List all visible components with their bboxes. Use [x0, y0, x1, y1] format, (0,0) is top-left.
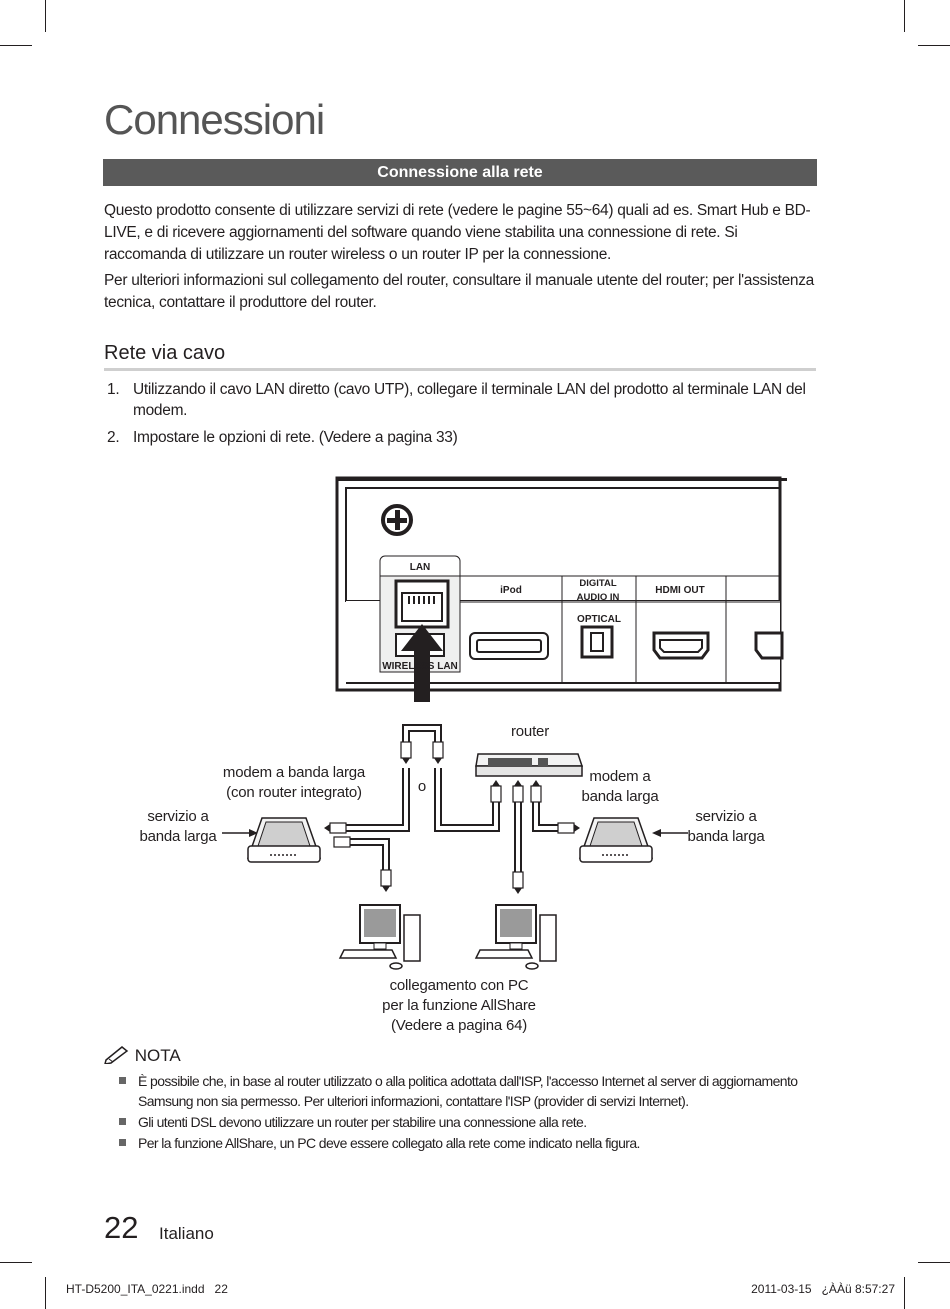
rj45-connectors: [329, 741, 575, 889]
step-item: 1. Utilizzando il cavo LAN diretto (cavo …: [104, 379, 820, 421]
note-heading-text: NOTA: [134, 1046, 181, 1065]
crop-mark: [0, 45, 32, 46]
panel-label-audio-in: AUDIO IN: [577, 592, 620, 603]
pc-caption: collegamento con PC per la funzione AllS…: [354, 976, 564, 1036]
modem-integrated-label: modem a banda larga (con router integrat…: [196, 763, 392, 803]
footer-file-name: HT-D5200_ITA_0221.indd 22: [66, 1282, 228, 1296]
note-text: Gli utenti DSL devono utilizzare un rout…: [138, 1114, 587, 1130]
modem-right-line-1: modem a: [589, 768, 651, 785]
or-label: o: [417, 778, 427, 795]
modem-right-icon: [578, 817, 654, 863]
network-diagram: LAN iPod DIGITAL AUDIO IN OPTICAL HDMI O…: [222, 476, 787, 970]
steps-list: 1. Utilizzando il cavo LAN diretto (cavo …: [104, 379, 820, 454]
subsection-title: Rete via cavo: [104, 342, 816, 371]
pc-left-icon: [338, 904, 421, 970]
service-right-line-2: banda larga: [687, 828, 765, 845]
page-number: 22: [104, 1210, 139, 1245]
panel-label-hdmi: HDMI OUT: [655, 585, 704, 596]
bullet-icon: [119, 1118, 126, 1125]
section-title: Connessione alla rete: [103, 159, 817, 186]
panel-label-ipod: iPod: [500, 585, 522, 596]
panel-label-optical: OPTICAL: [577, 614, 621, 625]
service-arrows: [222, 829, 688, 837]
note-heading: NOTA: [103, 1044, 181, 1066]
pc-caption-line-1: collegamento con PC: [389, 977, 529, 994]
crop-mark: [918, 1262, 950, 1263]
panel-label-wireless: WIRELESS LAN: [382, 661, 458, 672]
step-number: 1.: [107, 381, 120, 398]
crop-mark: [904, 1277, 905, 1309]
service-left-label: servizio a banda larga: [130, 807, 226, 847]
optical-port-icon: [580, 625, 614, 659]
chapter-title: Connessioni: [104, 96, 325, 143]
note-list: È possibile che, in base al router utili…: [116, 1071, 816, 1154]
rear-panel: LAN iPod DIGITAL AUDIO IN OPTICAL HDMI O…: [335, 476, 787, 702]
panel-label-digital: DIGITAL: [579, 578, 616, 589]
crop-mark: [904, 0, 905, 32]
modem-right-label: modem a banda larga: [570, 767, 670, 807]
note-item: Gli utenti DSL devono utilizzare un rout…: [116, 1112, 816, 1132]
bullet-icon: [119, 1139, 126, 1146]
crop-mark: [45, 0, 46, 32]
crop-mark: [0, 1262, 32, 1263]
service-left-line-2: banda larga: [139, 828, 217, 845]
pc-right-icon: [474, 904, 557, 970]
arrow-up-icon: [401, 624, 443, 702]
modem-right-line-2: banda larga: [581, 788, 659, 805]
pencil-icon: [103, 1046, 129, 1065]
note-text: È possibile che, in base al router utili…: [138, 1073, 798, 1109]
service-right-label: servizio a banda larga: [678, 807, 774, 847]
modem-left-icon: [246, 817, 322, 863]
step-text: Utilizzando il cavo LAN diretto (cavo UT…: [133, 381, 806, 419]
bullet-icon: [119, 1077, 126, 1084]
step-text: Impostare le opzioni di rete. (Vedere a …: [133, 429, 458, 446]
note-text: Per la funzione AllShare, un PC deve ess…: [138, 1135, 640, 1151]
pc-caption-line-3: (Vedere a pagina 64): [390, 1017, 528, 1034]
intro-paragraph: Questo prodotto consente di utilizzare s…: [104, 202, 811, 263]
modem-integrated-line-1: modem a banda larga: [222, 764, 366, 781]
crop-mark: [45, 1277, 46, 1309]
page-language: Italiano: [159, 1224, 214, 1243]
step-number: 2.: [107, 429, 120, 446]
router-label: router: [511, 723, 549, 740]
ipod-port-icon: [469, 632, 549, 660]
note-item: Per la funzione AllShare, un PC deve ess…: [116, 1133, 816, 1153]
panel-label-lan: LAN: [410, 562, 431, 573]
router-icon: [475, 753, 584, 777]
footer-timestamp: 2011-03-15 ¿ÀÀü 8:57:27: [751, 1282, 895, 1296]
note-item: È possibile che, in base al router utili…: [116, 1071, 816, 1111]
modem-integrated-line-2: (con router integrato): [226, 784, 362, 801]
step-item: 2. Impostare le opzioni di rete. (Vedere …: [104, 427, 820, 448]
hdmi-port-icon: [652, 631, 710, 660]
service-right-line-1: servizio a: [695, 808, 757, 825]
crop-mark: [918, 45, 950, 46]
pc-caption-line-2: per la funzione AllShare: [382, 997, 536, 1014]
service-left-line-1: servizio a: [147, 808, 209, 825]
intro-paragraph: Per ulteriori informazioni sul collegame…: [104, 272, 815, 311]
